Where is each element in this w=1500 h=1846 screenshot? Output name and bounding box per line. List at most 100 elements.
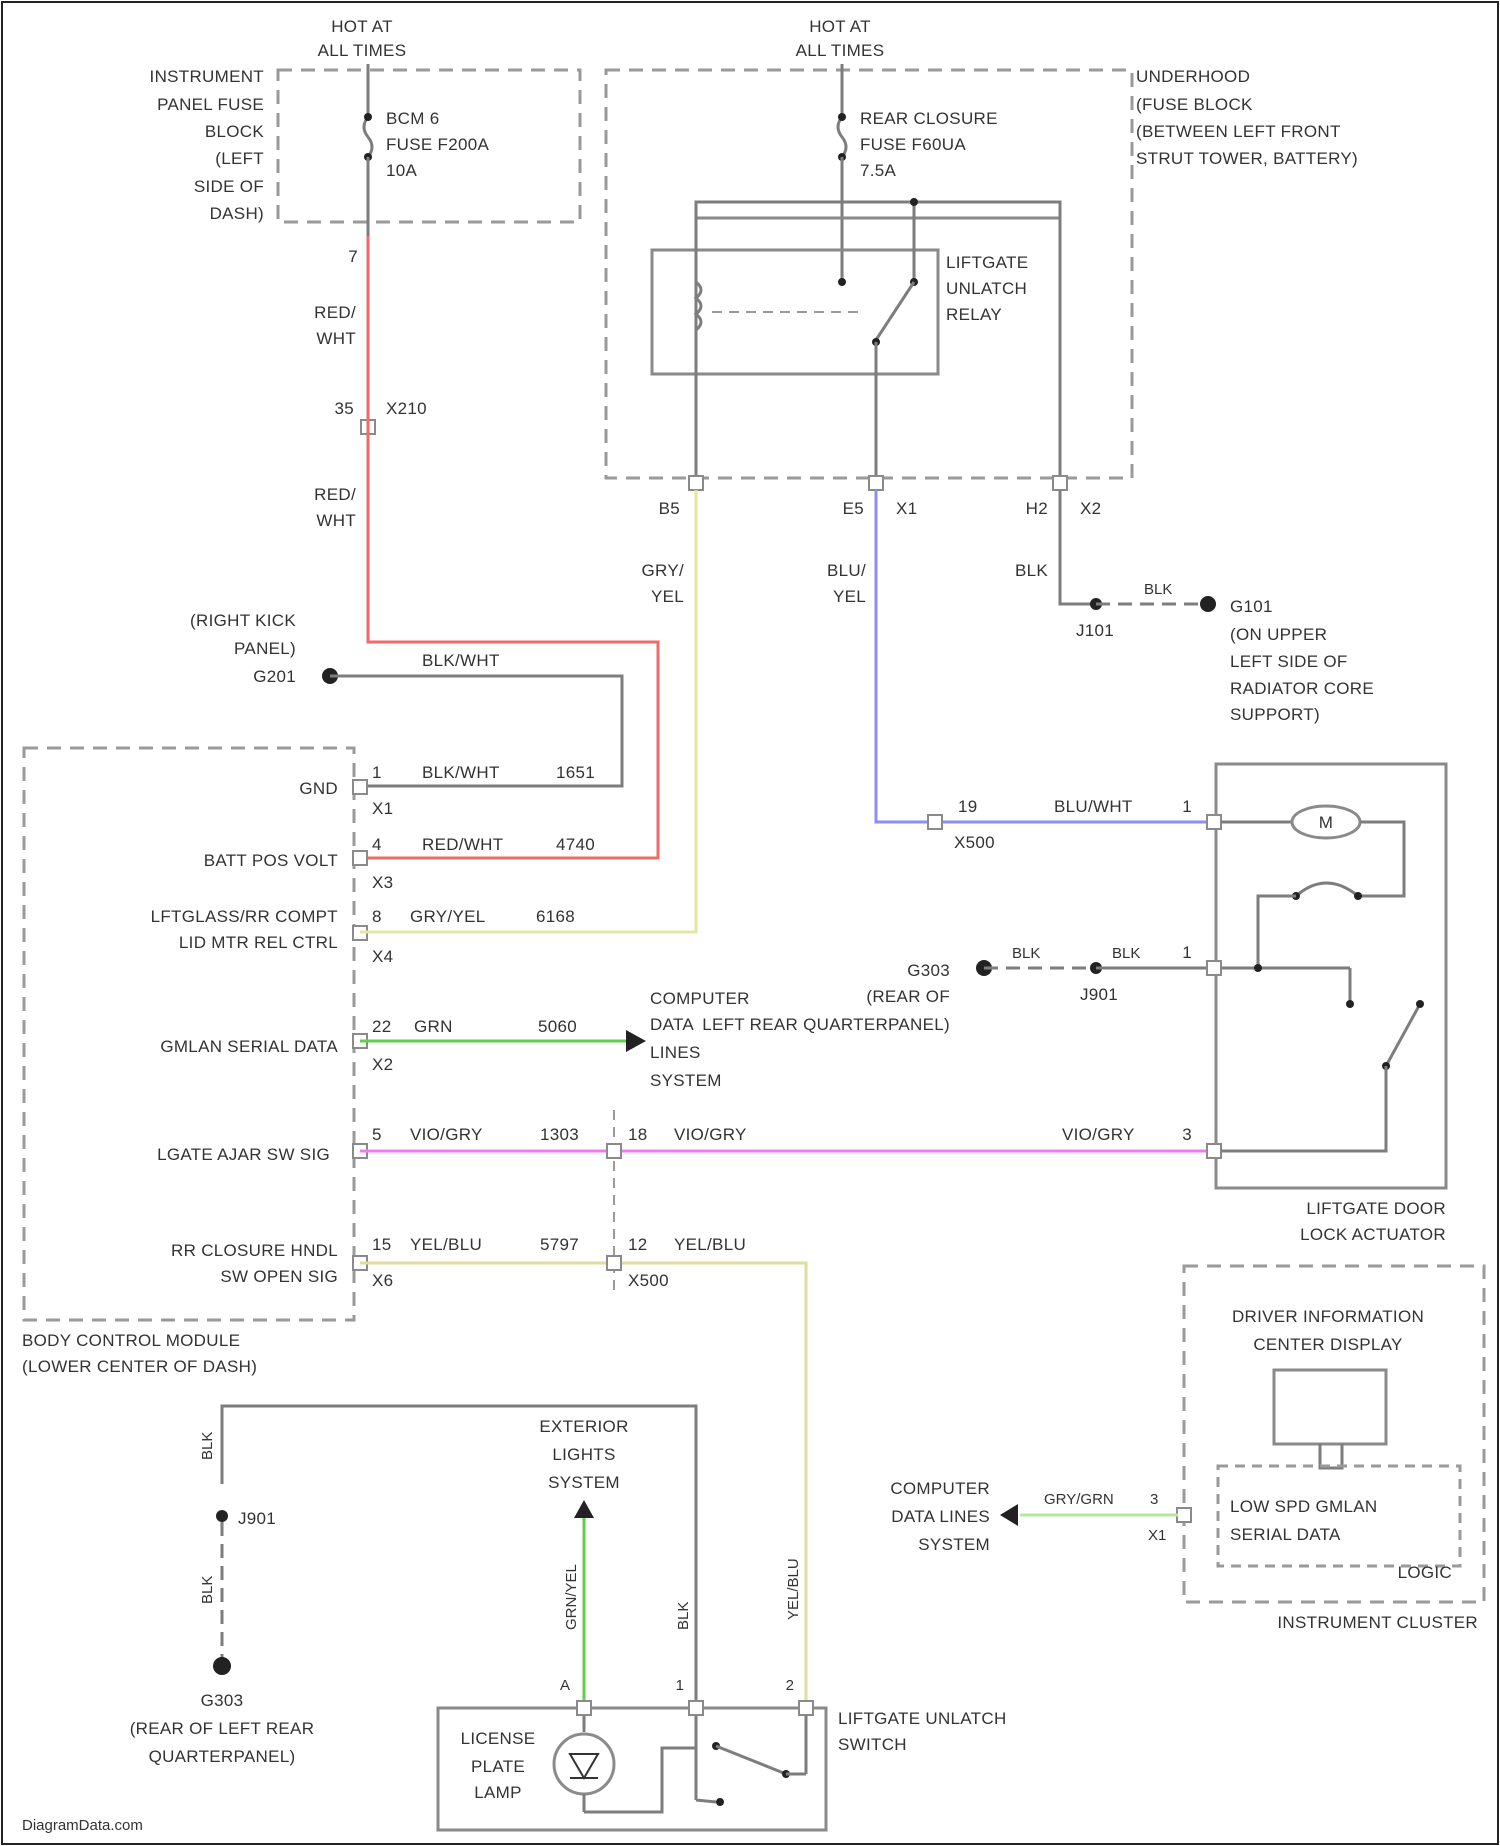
svg-text:DASH): DASH): [210, 204, 264, 223]
svg-text:X1: X1: [1148, 1527, 1166, 1544]
svg-text:PANEL FUSE: PANEL FUSE: [157, 95, 264, 114]
blk-label-g303-a: BLK: [1012, 945, 1040, 962]
svg-text:3: 3: [1182, 1125, 1192, 1144]
x500-connector-yel: [607, 1256, 621, 1270]
svg-text:1651: 1651: [556, 763, 595, 782]
svg-text:(REAR OF LEFT REAR: (REAR OF LEFT REAR: [130, 1719, 315, 1738]
svg-text:UNLATCH: UNLATCH: [946, 279, 1027, 298]
svg-text:LIFTGATE: LIFTGATE: [946, 253, 1028, 272]
svg-text:LGATE AJAR SW SIG: LGATE AJAR SW SIG: [157, 1145, 330, 1164]
svg-text:4740: 4740: [556, 835, 595, 854]
svg-text:1: 1: [1182, 943, 1192, 962]
watermark: DiagramData.com: [22, 1817, 143, 1834]
svg-text:GND: GND: [299, 779, 338, 798]
x500-connector-blu: [928, 815, 942, 829]
svg-text:SYSTEM: SYSTEM: [650, 1071, 722, 1090]
svg-text:STRUT TOWER, BATTERY): STRUT TOWER, BATTERY): [1136, 149, 1358, 168]
svg-text:5060: 5060: [538, 1017, 577, 1036]
svg-text:BODY CONTROL MODULE: BODY CONTROL MODULE: [22, 1331, 240, 1350]
exterior-lights-label: EXTERIOR LIGHTS SYSTEM: [539, 1417, 628, 1492]
svg-text:QUARTERPANEL): QUARTERPANEL): [149, 1747, 296, 1766]
svg-text:GRY/YEL: GRY/YEL: [410, 907, 486, 926]
svg-text:LINES: LINES: [650, 1043, 701, 1062]
g303-ground-lower: [213, 1657, 231, 1675]
x500-label-1: X500: [954, 833, 995, 852]
svg-text:LAMP: LAMP: [474, 1783, 522, 1802]
svg-text:RED/WHT: RED/WHT: [422, 835, 503, 854]
blk-lamp-label: BLK: [675, 1602, 692, 1630]
blk-vertical-lower: BLK: [199, 1576, 216, 1604]
svg-text:1: 1: [676, 1677, 684, 1694]
svg-text:X3: X3: [372, 873, 393, 892]
svg-text:15: 15: [372, 1235, 392, 1254]
svg-text:YEL/BLU: YEL/BLU: [410, 1235, 482, 1254]
j901-label-upper: J901: [1080, 985, 1118, 1004]
svg-text:22: 22: [372, 1017, 392, 1036]
svg-text:COMPUTER: COMPUTER: [890, 1479, 990, 1498]
pin-b5: B5: [659, 499, 680, 518]
blk-vertical-upper: BLK: [199, 1432, 216, 1460]
svg-text:(RIGHT KICK: (RIGHT KICK: [190, 611, 296, 630]
vio-gry-label-mid: VIO/GRY: [674, 1125, 747, 1144]
grn-yel-label: GRN/YEL: [563, 1564, 580, 1630]
svg-text:4: 4: [372, 835, 382, 854]
svg-text:LFTGLASS/RR COMPT: LFTGLASS/RR COMPT: [151, 907, 338, 926]
svg-text:RELAY: RELAY: [946, 305, 1002, 324]
svg-text:SYSTEM: SYSTEM: [548, 1473, 620, 1492]
svg-text:SWITCH: SWITCH: [838, 1735, 907, 1754]
x500-connector-vio: [607, 1144, 621, 1158]
svg-text:2: 2: [786, 1677, 794, 1694]
svg-text:G303: G303: [201, 1691, 244, 1710]
pin-e5: E5: [843, 499, 864, 518]
svg-text:WHT: WHT: [316, 511, 356, 530]
svg-text:RR CLOSURE HNDL: RR CLOSURE HNDL: [171, 1241, 338, 1260]
all-times-label-left: ALL TIMES: [318, 41, 407, 60]
svg-text:BCM 6: BCM 6: [386, 109, 439, 128]
svg-text:UNDERHOOD: UNDERHOOD: [1136, 67, 1250, 86]
logic-label: LOGIC: [1398, 1563, 1452, 1582]
svg-text:GMLAN SERIAL DATA: GMLAN SERIAL DATA: [160, 1037, 338, 1056]
j901-label-lower: J901: [238, 1509, 276, 1528]
svg-text:SIDE OF: SIDE OF: [194, 177, 264, 196]
hot-at-label-right: HOT AT: [809, 17, 871, 36]
svg-text:LID MTR REL CTRL: LID MTR REL CTRL: [179, 933, 338, 952]
svg-text:3: 3: [1150, 1491, 1158, 1508]
svg-text:YEL: YEL: [651, 587, 684, 606]
svg-text:LEFT REAR QUARTERPANEL): LEFT REAR QUARTERPANEL): [702, 1015, 950, 1034]
svg-text:M: M: [1319, 813, 1333, 832]
svg-text:8: 8: [372, 907, 382, 926]
x500-label-2: X500: [628, 1271, 669, 1290]
svg-text:RED/: RED/: [314, 303, 356, 322]
svg-text:10A: 10A: [386, 161, 418, 180]
svg-text:(LOWER CENTER OF DASH): (LOWER CENTER OF DASH): [22, 1357, 257, 1376]
svg-text:RADIATOR CORE: RADIATOR CORE: [1230, 679, 1374, 698]
svg-text:18: 18: [628, 1125, 648, 1144]
svg-text:X2: X2: [372, 1055, 393, 1074]
svg-text:LIGHTS: LIGHTS: [552, 1445, 615, 1464]
blk-label-g303-b: BLK: [1112, 945, 1140, 962]
svg-text:DATA: DATA: [650, 1015, 694, 1034]
svg-text:19: 19: [958, 797, 978, 816]
gry-grn-label: GRY/GRN: [1044, 1491, 1114, 1508]
j101-label: J101: [1076, 621, 1114, 640]
vio-gry-label-right: VIO/GRY: [1062, 1125, 1135, 1144]
svg-text:BLU/: BLU/: [827, 561, 866, 580]
yel-blu-vertical-label: YEL/BLU: [785, 1558, 802, 1620]
svg-text:X1: X1: [372, 799, 393, 818]
svg-text:12: 12: [628, 1235, 648, 1254]
svg-text:LICENSE: LICENSE: [461, 1729, 536, 1748]
pin-7: 7: [348, 247, 358, 266]
svg-text:5: 5: [372, 1125, 382, 1144]
hot-at-label-left: HOT AT: [331, 17, 393, 36]
yel-blu-label-mid: YEL/BLU: [674, 1235, 746, 1254]
pin-x2: X2: [1080, 499, 1101, 518]
pin-35: 35: [334, 399, 354, 418]
svg-text:LOW SPD GMLAN: LOW SPD GMLAN: [1230, 1497, 1377, 1516]
blk-wht-top-label: BLK/WHT: [422, 651, 500, 670]
svg-text:WHT: WHT: [316, 329, 356, 348]
svg-text:G201: G201: [253, 667, 296, 686]
svg-text:REAR CLOSURE: REAR CLOSURE: [860, 109, 998, 128]
svg-text:GRN: GRN: [414, 1017, 453, 1036]
svg-text:EXTERIOR: EXTERIOR: [539, 1417, 628, 1436]
